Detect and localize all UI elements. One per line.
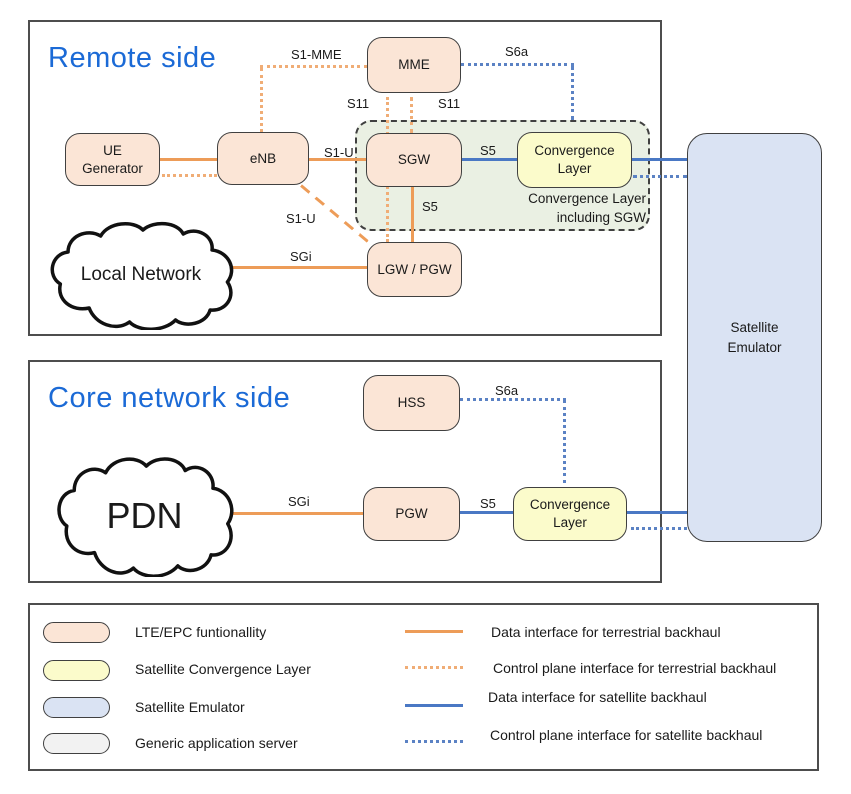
edge-sgw-lgw-data xyxy=(411,187,414,242)
edge-cl-satemu-control-core xyxy=(631,527,687,530)
legend-label-convergence-layer: Satellite Convergence Layer xyxy=(135,661,311,677)
edge-enb-mme-control-horizontal xyxy=(260,65,367,68)
node-ue-generator: UE Generator xyxy=(65,133,160,186)
cloud-icon xyxy=(52,455,237,577)
local-network-label: Local Network xyxy=(80,264,202,285)
legend-panel xyxy=(28,603,819,771)
label-s5-sgw-lgw: S5 xyxy=(422,199,438,214)
label-sgi-remote: SGi xyxy=(290,249,312,264)
label-s1u-enb-sgw: S1-U xyxy=(324,145,354,160)
pdn-label: PDN xyxy=(106,495,183,536)
pdn-cloud: PDN xyxy=(52,455,237,577)
edge-enb-mme-control-vertical xyxy=(260,68,263,132)
legend-label-lte-epc: LTE/EPC funtionallity xyxy=(135,624,267,640)
remote-side-title: Remote side xyxy=(48,42,217,74)
edge-mme-satemu-control-horizontal xyxy=(461,63,574,66)
core-side-panel xyxy=(28,360,662,583)
label-s5-core: S5 xyxy=(480,496,496,511)
edge-cl-satemu-control xyxy=(633,175,687,178)
label-s6a-remote: S6a xyxy=(505,44,529,59)
label-s11-right: S11 xyxy=(438,96,461,111)
legend-line-sample-control-terrestrial xyxy=(405,666,463,669)
legend-swatch-convergence-layer xyxy=(43,660,110,681)
node-satellite-emulator: Satellite Emulator xyxy=(687,133,822,542)
legend-swatch-satellite-emulator xyxy=(43,697,110,718)
legend-label-control-satellite: Control plane interface for satellite ba… xyxy=(490,727,763,743)
local-network-cloud: Local Network xyxy=(45,220,237,330)
edge-mme-sgw-control xyxy=(410,97,413,133)
edge-ue-enb-data xyxy=(160,158,217,161)
node-pgw: PGW xyxy=(363,487,460,541)
edge-hss-cl-control-vertical xyxy=(563,400,566,483)
legend-label-data-terrestrial: Data interface for terrestrial backhaul xyxy=(491,624,721,640)
label-s1u-enb-lgw: S1-U xyxy=(286,211,316,226)
label-s1-mme: S1-MME xyxy=(291,47,342,62)
cloud-icon xyxy=(45,220,237,330)
label-s5-sgw-cl: S5 xyxy=(480,143,496,158)
remote-side-panel xyxy=(28,20,662,336)
edge-mme-satemu-control-vertical xyxy=(571,66,574,120)
label-s6a-core: S6a xyxy=(495,383,519,398)
edge-pdn-pgw-data xyxy=(233,512,363,515)
legend-label-generic-server: Generic application server xyxy=(135,735,298,751)
node-convergence-layer-core: Convergence Layer xyxy=(513,487,627,541)
node-hss: HSS xyxy=(363,375,460,431)
legend-line-sample-data-satellite xyxy=(405,704,463,707)
legend-label-data-satellite: Data interface for satellite backhaul xyxy=(488,689,707,705)
edge-enb-sgw-data xyxy=(309,158,367,161)
node-convergence-layer-remote: Convergence Layer xyxy=(517,132,632,188)
legend-label-satellite-emulator: Satellite Emulator xyxy=(135,699,245,715)
label-sgi-core: SGi xyxy=(288,494,310,509)
node-mme: MME xyxy=(367,37,461,93)
legend-line-sample-data-terrestrial xyxy=(405,630,463,633)
node-enb: eNB xyxy=(217,132,309,185)
legend-line-sample-control-satellite xyxy=(405,740,463,743)
edge-ue-enb-control xyxy=(162,174,217,177)
legend-swatch-generic-server xyxy=(43,733,110,754)
edge-hss-cl-control-horizontal xyxy=(460,398,566,401)
legend-label-control-terrestrial: Control plane interface for terrestrial … xyxy=(493,660,777,676)
node-lgw-pgw: LGW / PGW xyxy=(367,242,462,297)
legend-swatch-lte-epc xyxy=(43,622,110,643)
core-side-title: Core network side xyxy=(48,382,291,414)
convergence-group-label: Convergence Layer including SGW xyxy=(528,191,646,225)
label-s11-left: S11 xyxy=(347,96,370,111)
edge-localnetwork-lgw-data xyxy=(233,266,367,269)
node-sgw: SGW xyxy=(366,133,462,187)
